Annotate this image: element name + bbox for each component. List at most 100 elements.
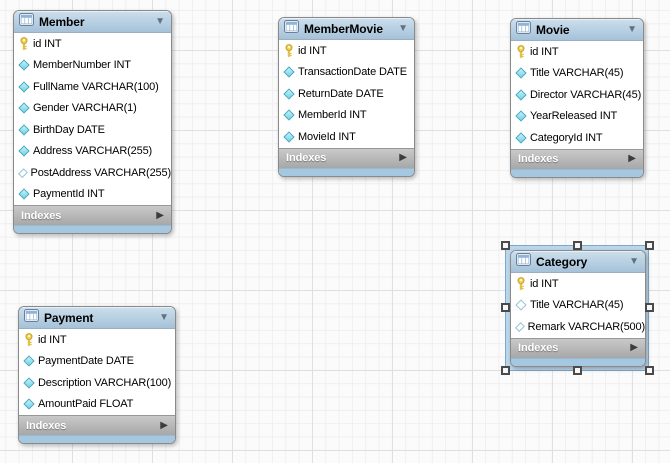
not-null-diamond-icon [18, 102, 30, 114]
column-row[interactable]: Title VARCHAR(45) [511, 63, 643, 85]
column-row[interactable]: BirthDay DATE [14, 119, 171, 141]
indexes-bar[interactable]: Indexes ▶ [279, 147, 414, 168]
column-text: YearReleased INT [530, 110, 618, 123]
column-row[interactable]: id INT [279, 40, 414, 62]
table-icon [516, 20, 531, 39]
column-text: MemberId INT [298, 109, 367, 122]
column-row[interactable]: AmountPaid FLOAT [19, 394, 175, 416]
table-columns: id INT PaymentDate DATE Description VARCHA… [19, 329, 175, 415]
column-row[interactable]: id INT [14, 33, 171, 55]
column-text: BirthDay DATE [33, 123, 105, 136]
column-row[interactable]: Remark VARCHAR(500) [511, 316, 645, 338]
table-title: Member [39, 14, 85, 29]
expand-arrow-icon[interactable]: ▶ [156, 209, 164, 221]
column-text: Description VARCHAR(100) [38, 376, 172, 389]
indexes-label: Indexes [286, 152, 327, 164]
column-row[interactable]: TransactionDate DATE [279, 62, 414, 84]
column-text: id INT [530, 277, 559, 290]
column-row[interactable]: YearReleased INT [511, 106, 643, 128]
table-columns: id INT TransactionDate DATE ReturnDate DAT… [279, 40, 414, 148]
column-row[interactable]: Director VARCHAR(45) [511, 84, 643, 106]
selection-handle-w[interactable] [500, 303, 510, 313]
column-text: Director VARCHAR(45) [530, 88, 642, 101]
column-text: PostAddress VARCHAR(255) [30, 166, 171, 179]
not-null-diamond-icon [283, 66, 295, 78]
selection-handle-ne[interactable] [644, 240, 654, 250]
nullable-diamond-icon [514, 321, 525, 332]
column-text: id INT [33, 37, 62, 50]
indexes-label: Indexes [518, 153, 559, 165]
table-figure[interactable]: Member ▼ id INT MemberNumber INT FullName … [13, 10, 172, 234]
table-figure[interactable]: Category ▼ id INT Title VARCHAR(45)Remark… [510, 250, 646, 367]
table-header[interactable]: Member ▼ [14, 11, 171, 33]
collapse-arrow-icon[interactable]: ▼ [398, 22, 408, 34]
column-row[interactable]: Address VARCHAR(255) [14, 141, 171, 163]
column-text: id INT [298, 44, 327, 57]
collapse-arrow-icon[interactable]: ▼ [627, 23, 637, 35]
column-text: id INT [38, 333, 67, 346]
table-columns: id INT MemberNumber INT FullName VARCHAR(1… [14, 33, 171, 205]
column-text: CategoryId INT [530, 131, 603, 144]
table-header[interactable]: MemberMovie ▼ [279, 18, 414, 40]
collapse-arrow-icon[interactable]: ▼ [159, 311, 169, 323]
table-icon [19, 12, 34, 31]
column-row[interactable]: PostAddress VARCHAR(255) [14, 162, 171, 184]
column-row[interactable]: id INT [511, 273, 645, 295]
not-null-diamond-icon [283, 88, 295, 100]
nullable-diamond-icon [17, 167, 28, 178]
indexes-bar[interactable]: Indexes ▶ [14, 205, 171, 225]
expand-arrow-icon[interactable]: ▶ [630, 342, 638, 353]
selection-handle-nw[interactable] [500, 240, 510, 250]
table-header[interactable]: Payment ▼ [19, 307, 175, 329]
table-header[interactable]: Category ▼ [511, 251, 645, 273]
column-row[interactable]: FullName VARCHAR(100) [14, 76, 171, 98]
collapse-arrow-icon[interactable]: ▼ [155, 15, 165, 27]
table-figure[interactable]: MemberMovie ▼ id INT TransactionDate DATE… [278, 17, 415, 177]
column-row[interactable]: Gender VARCHAR(1) [14, 98, 171, 120]
expand-arrow-icon[interactable]: ▶ [399, 152, 407, 163]
column-row[interactable]: id INT [511, 41, 643, 63]
table-columns: id INT Title VARCHAR(45)Remark VARCHAR(50… [511, 273, 645, 338]
column-text: Gender VARCHAR(1) [33, 102, 137, 115]
selection-handle-se[interactable] [644, 366, 654, 375]
column-row[interactable]: Title VARCHAR(45) [511, 295, 645, 317]
column-row[interactable]: MovieId INT [279, 126, 414, 148]
indexes-bar[interactable]: Indexes ▶ [511, 148, 643, 169]
indexes-label: Indexes [26, 419, 67, 432]
column-row[interactable]: PaymentDate DATE [19, 351, 175, 373]
table-header[interactable]: Movie ▼ [511, 19, 643, 41]
selection-handle-sw[interactable] [500, 366, 510, 375]
column-text: FullName VARCHAR(100) [33, 80, 159, 93]
column-text: ReturnDate DATE [298, 87, 384, 100]
indexes-bar[interactable]: Indexes ▶ [511, 337, 645, 358]
column-text: PaymentId INT [33, 188, 105, 201]
column-row[interactable]: CategoryId INT [511, 127, 643, 149]
expand-arrow-icon[interactable]: ▶ [628, 153, 636, 164]
column-text: MemberNumber INT [33, 59, 131, 72]
table-bottom-strip [19, 435, 175, 443]
table-bottom-strip [511, 168, 643, 177]
column-text: TransactionDate DATE [298, 66, 407, 79]
indexes-bar[interactable]: Indexes ▶ [19, 415, 175, 435]
column-row[interactable]: Description VARCHAR(100) [19, 372, 175, 394]
not-null-diamond-icon [18, 188, 30, 200]
table-figure[interactable]: Payment ▼ id INT PaymentDate DATE Descript… [18, 306, 176, 444]
column-row[interactable]: MemberNumber INT [14, 55, 171, 77]
column-row[interactable]: ReturnDate DATE [279, 83, 414, 105]
selection-handle-s[interactable] [572, 366, 582, 375]
selection-handle-e[interactable] [644, 303, 654, 313]
collapse-arrow-icon[interactable]: ▼ [629, 255, 639, 267]
column-row[interactable]: id INT [19, 329, 175, 351]
expand-arrow-icon[interactable]: ▶ [160, 419, 168, 431]
column-text: PaymentDate DATE [38, 355, 134, 368]
column-row[interactable]: MemberId INT [279, 105, 414, 127]
not-null-diamond-icon [18, 59, 30, 71]
table-bottom-strip [14, 225, 171, 233]
indexes-label: Indexes [21, 209, 62, 222]
selection-handle-n[interactable] [572, 240, 582, 250]
column-row[interactable]: PaymentId INT [14, 184, 171, 206]
table-bottom-strip [511, 357, 645, 366]
column-text: AmountPaid FLOAT [38, 398, 134, 411]
